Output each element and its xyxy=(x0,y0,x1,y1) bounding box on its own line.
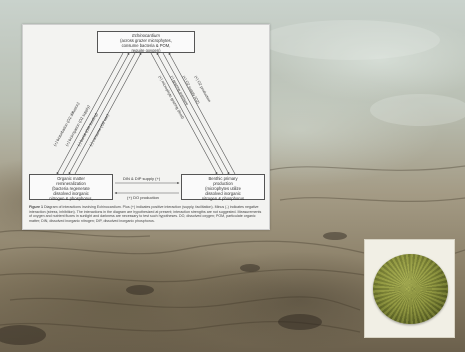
top-box-line: require oxygen) xyxy=(100,48,192,53)
urchin-spine-texture xyxy=(373,254,448,324)
right-box-line: nitrogen & phosphorus xyxy=(184,196,262,201)
echinocardium-box: Echinocardium (across grazer microphytes… xyxy=(97,31,195,53)
caption-text: Diagram of interactions involving Echino… xyxy=(29,205,261,223)
figure-caption: Figure 1 Diagram of interactions involvi… xyxy=(29,205,265,223)
interaction-diagram: Echinocardium (across grazer microphytes… xyxy=(22,24,270,230)
din-dip-label: DIN & DIP supply (+) xyxy=(123,176,160,181)
sea-urchin-photo xyxy=(364,239,455,338)
sea-urchin-icon xyxy=(373,254,448,324)
caption-label: Figure 1 xyxy=(29,205,43,209)
left-box-line: nitrogen & phosphorus, xyxy=(32,196,110,201)
primary-production-box: Benthic primary production (microphytes … xyxy=(181,174,265,200)
organic-matter-box: Organic matter remineralization (bacteri… xyxy=(29,174,113,200)
do-production-label: (+) DO production xyxy=(127,195,159,200)
